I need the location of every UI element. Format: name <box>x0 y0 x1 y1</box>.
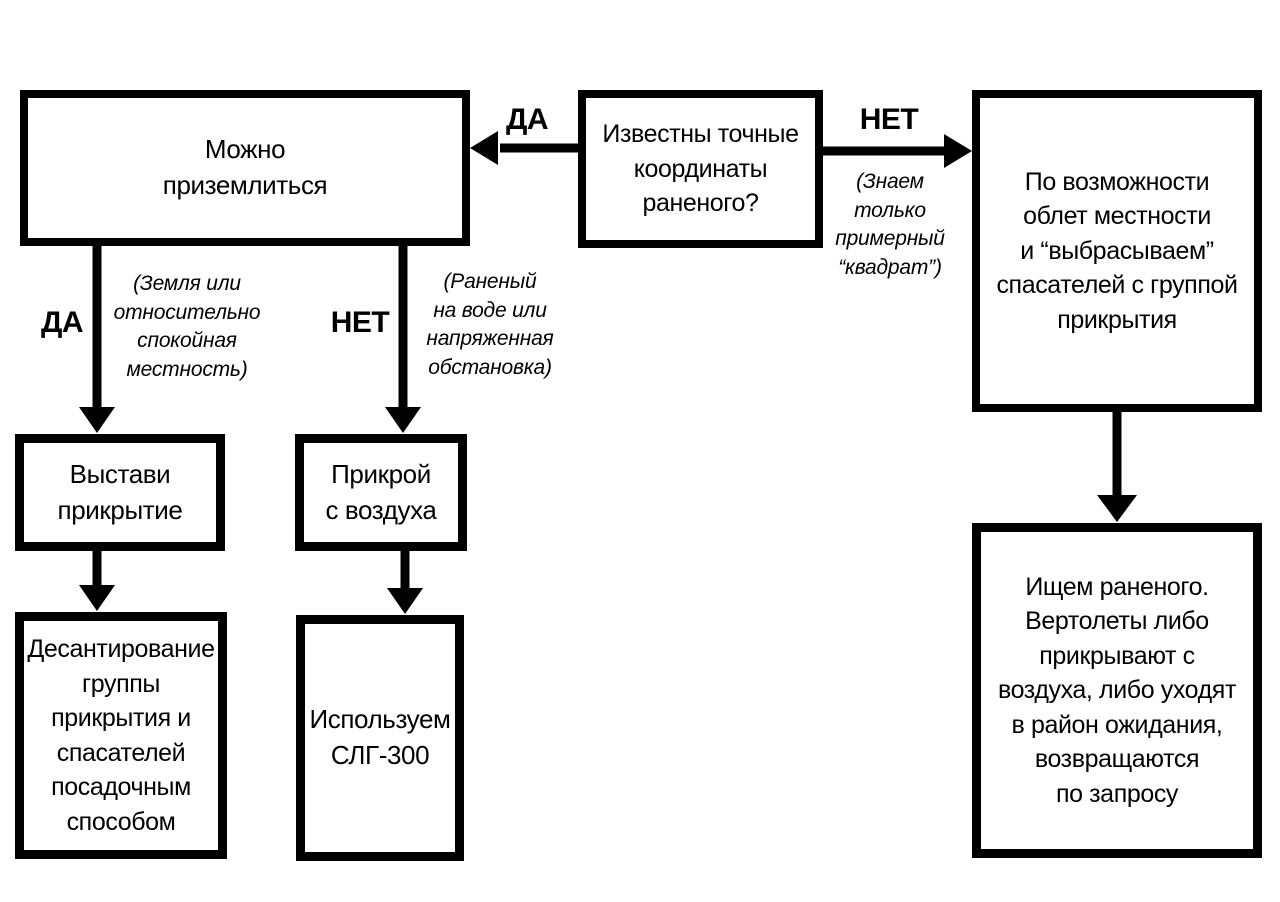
node-use-slg-text: Используем СЛГ-300 <box>309 704 451 770</box>
node-flyover-text: По возможности облет местности и “выбрас… <box>996 167 1238 334</box>
arrow-yes-down-head <box>79 407 115 433</box>
edge-label-yes-left: ДА <box>505 103 549 136</box>
arrow-no-down-head <box>385 407 421 433</box>
edge-label-no-down: НЕТ <box>330 306 390 339</box>
node-set-cover: Выстави прикрытие <box>15 434 225 551</box>
node-can-land-text: Можно приземлиться <box>162 134 328 200</box>
node-cover-air: Прикрой с воздуха <box>295 434 467 551</box>
node-set-cover-text: Выстави прикрытие <box>57 458 183 525</box>
node-use-slg: Используем СЛГ-300 <box>296 615 464 861</box>
arrow-no-right-head <box>944 134 972 168</box>
node-flyover: По возможности облет местности и “выбрас… <box>972 90 1262 412</box>
arrow-flyover-search-head <box>1097 495 1137 522</box>
arrow-air-slg-head <box>387 588 423 614</box>
edge-note-calm-terrain: (Земля или относительно спокойная местно… <box>113 272 261 381</box>
edge-label-no-right: НЕТ <box>859 103 919 136</box>
edge-label-yes-down: ДА <box>40 306 84 339</box>
node-search-wounded-text: Ищем раненого. Вертолеты либо прикрывают… <box>997 572 1236 808</box>
arrow-yes-left-head <box>470 131 498 165</box>
edge-note-approx-square: (Знаем только примерный “квадрат”) <box>835 170 945 279</box>
node-cover-air-text: Прикрой с воздуха <box>325 458 437 525</box>
node-known-coords-text: Известны точные координаты раненого? <box>602 120 799 218</box>
edge-note-wounded-on-water: (Раненый на воде или напряженная обстано… <box>426 270 554 379</box>
node-deploy-landing-text: Десантирование группы прикрытия и спасат… <box>27 635 215 836</box>
node-known-coords: Известны точные координаты раненого? <box>578 90 823 248</box>
node-deploy-landing: Десантирование группы прикрытия и спасат… <box>15 612 227 859</box>
arrow-cover-deploy-head <box>79 585 115 611</box>
node-search-wounded: Ищем раненого. Вертолеты либо прикрывают… <box>972 523 1262 858</box>
node-can-land: Можно приземлиться <box>20 90 470 246</box>
